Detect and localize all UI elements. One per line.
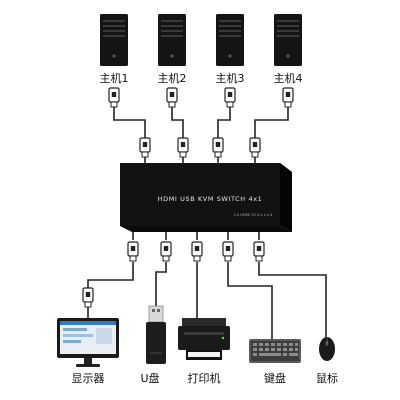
host-label-2: 主机2 (157, 72, 187, 85)
output-plug-3-icon (191, 241, 203, 262)
output-plug-2-icon (160, 241, 172, 262)
host-plug-4-icon (282, 87, 294, 108)
peripheral-cables (87, 232, 327, 340)
host-label-1: 主机1 (99, 72, 129, 85)
host-label-4: 主机4 (273, 72, 303, 85)
host-plug-3-icon (224, 87, 236, 108)
monitor-plug-icon (82, 287, 94, 308)
switch-plug-4-icon (249, 137, 261, 158)
host-tower-3-icon (216, 14, 244, 66)
kvm-switch-device (120, 163, 292, 232)
host-label-3: 主机3 (215, 72, 245, 85)
host-cables (113, 100, 289, 163)
peripheral-label-usb-drive: U盘 (140, 372, 160, 385)
mouse-icon (319, 337, 335, 361)
printer-icon (178, 318, 230, 360)
host-plug-2-icon (166, 87, 178, 108)
host-tower-1-icon (100, 14, 128, 66)
device-subtext: 2.0 HDMI 10 4 x x x 4 (234, 213, 274, 217)
host-tower-2-icon (158, 14, 186, 66)
output-plug-1-icon (127, 241, 139, 262)
peripheral-label-keyboard: 键盘 (264, 372, 286, 385)
host-tower-4-icon (274, 14, 302, 66)
peripheral-label-mouse: 鼠标 (316, 372, 338, 385)
monitor-icon (57, 318, 119, 367)
switch-plug-3-icon (212, 137, 224, 158)
output-plug-5-icon (253, 241, 265, 262)
host-plug-1-icon (108, 87, 120, 108)
peripheral-label-printer: 打印机 (187, 372, 221, 385)
switch-plug-1-icon (139, 137, 151, 158)
peripheral-label-monitor: 显示器 (71, 372, 105, 385)
device-title: HDMI USB KVM SWITCH 4x1 (158, 195, 263, 203)
switch-plug-2-icon (177, 137, 189, 158)
usb-drive-icon (146, 305, 166, 364)
output-plug-4-icon (222, 241, 234, 262)
keyboard-icon (249, 339, 301, 363)
